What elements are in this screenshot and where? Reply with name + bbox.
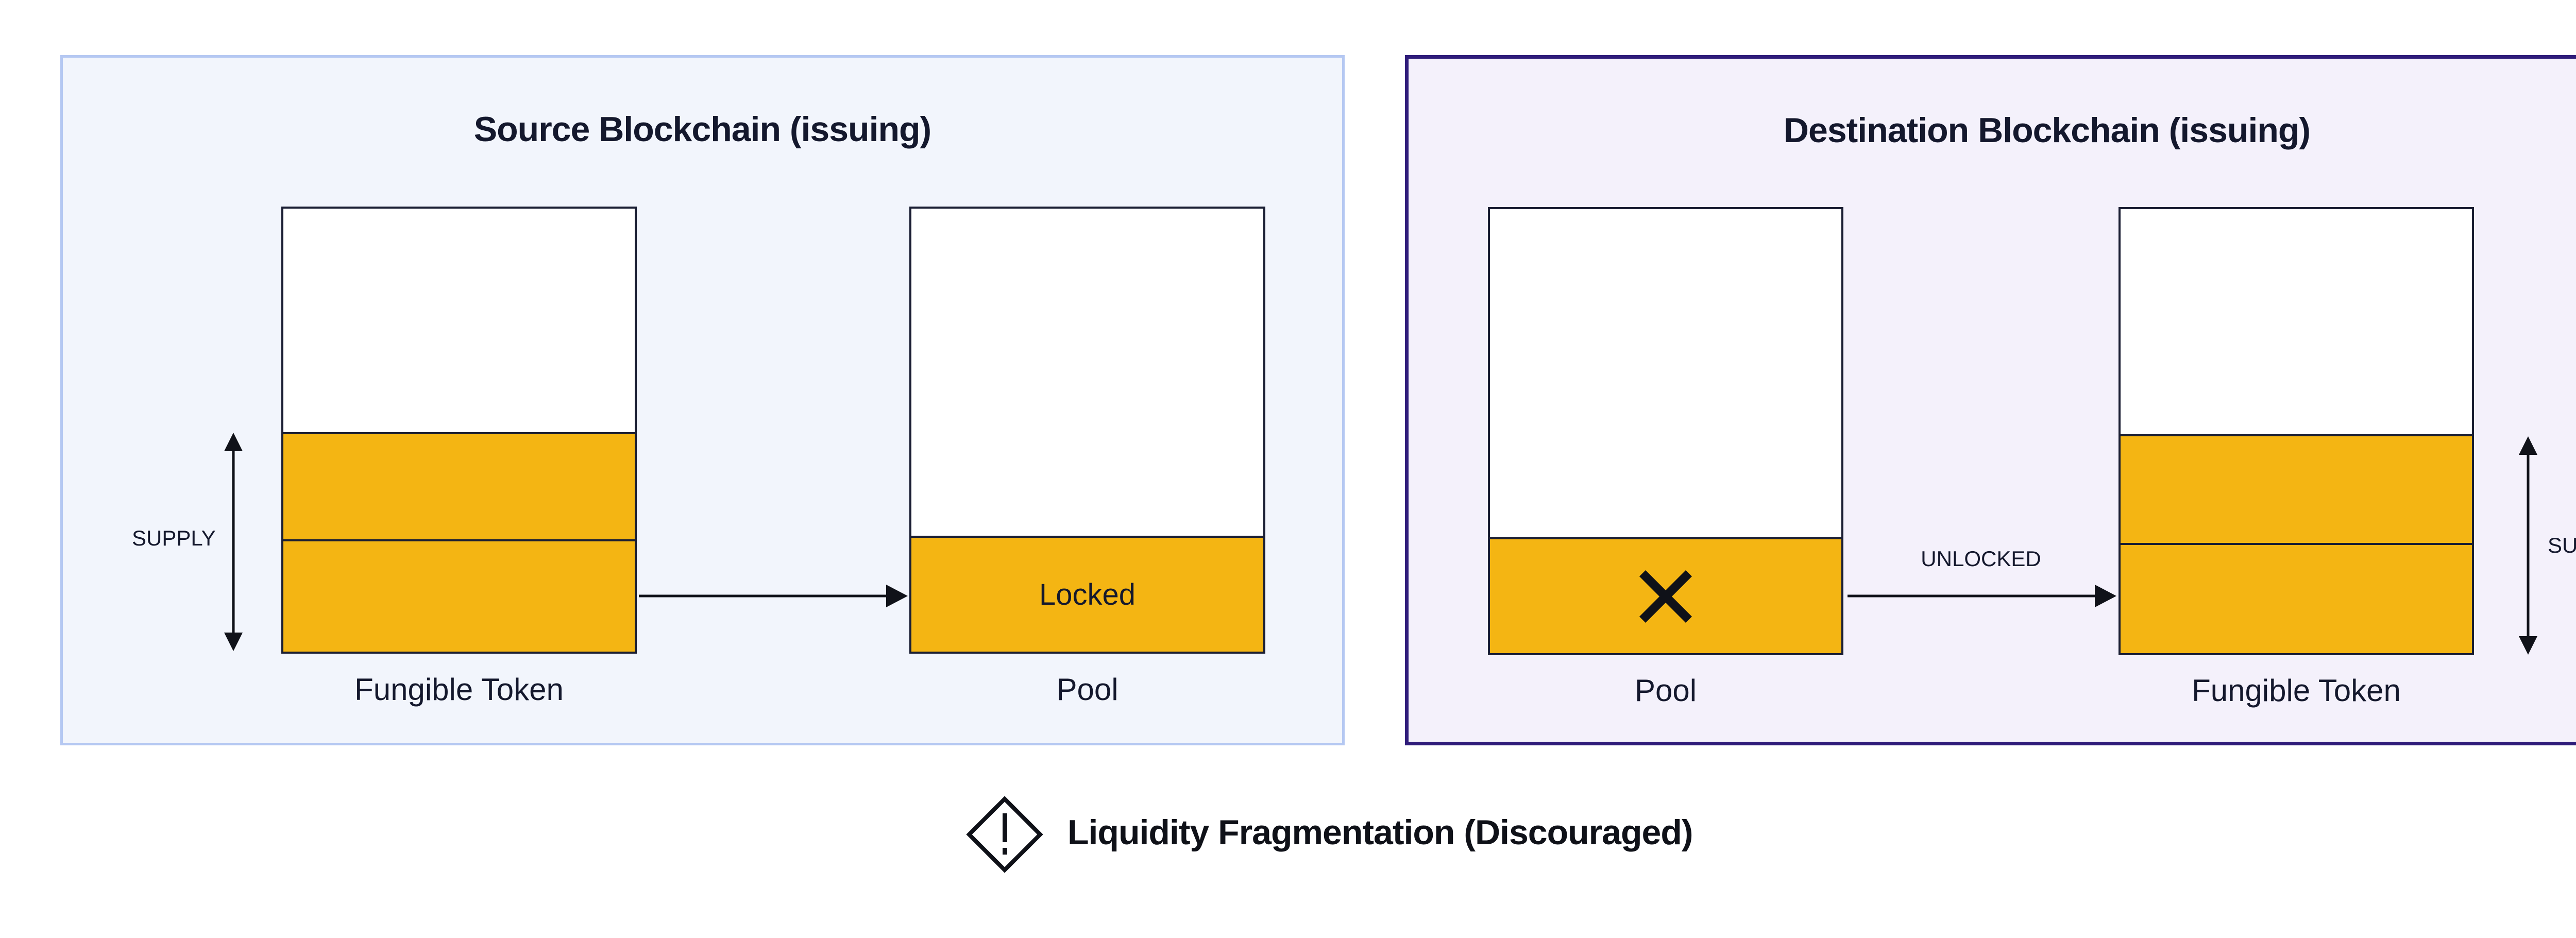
footer-caption: Liquidity Fragmentation (Discouraged) <box>1067 813 1693 852</box>
supply-segment-upper <box>283 432 635 539</box>
arrow-right-icon <box>639 585 908 607</box>
destination-fungible-token-label: Fungible Token <box>2192 673 2401 708</box>
empty-supply-segment <box>283 209 635 432</box>
empty-pool-segment <box>911 209 1263 536</box>
source-panel-title: Source Blockchain (issuing) <box>473 110 931 149</box>
empty-pool-segment <box>1490 209 1841 537</box>
source-fungible-token-label: Fungible Token <box>354 672 564 707</box>
supply-segment-lower <box>283 539 635 652</box>
supply-range-arrow <box>223 433 244 651</box>
source-blockchain-panel: Source Blockchain (issuing) SUPPLY <box>60 55 1345 745</box>
warning-icon-wrap <box>966 796 1043 873</box>
double-arrow-vertical-icon <box>2519 436 2537 655</box>
unlock-transfer-arrow <box>1848 584 2116 608</box>
lock-transfer-arrow <box>639 584 908 608</box>
destination-pool-label: Pool <box>1634 673 1697 708</box>
supply-range-arrow <box>2518 436 2538 655</box>
locked-liquidity-segment: Locked <box>911 536 1263 652</box>
arrow-right-icon <box>1848 585 2116 607</box>
x-icon <box>1639 570 1692 623</box>
disabled-pool-segment <box>1490 537 1841 653</box>
supply-segment-upper <box>2121 434 2472 543</box>
locked-label: Locked <box>1039 578 1136 611</box>
empty-supply-segment <box>2121 209 2472 434</box>
source-pool-box: Locked <box>909 207 1265 654</box>
destination-blockchain-panel: Destination Blockchain (issuing) UNLOCKE… <box>1405 55 2576 745</box>
double-arrow-vertical-icon <box>224 433 243 651</box>
unlocked-arrow-label: UNLOCKED <box>1921 547 2041 571</box>
source-supply-label: SUPPLY <box>132 526 216 550</box>
destination-supply-label: SUPPLY <box>2548 533 2576 557</box>
supply-segment-lower <box>2121 543 2472 653</box>
source-fungible-token-box <box>281 207 637 654</box>
destination-fungible-token-box <box>2119 207 2474 655</box>
source-pool-label: Pool <box>1056 672 1118 707</box>
destination-pool-box <box>1488 207 1843 655</box>
warning-diamond-icon <box>966 796 1043 873</box>
destination-panel-title: Destination Blockchain (issuing) <box>1783 111 2311 150</box>
